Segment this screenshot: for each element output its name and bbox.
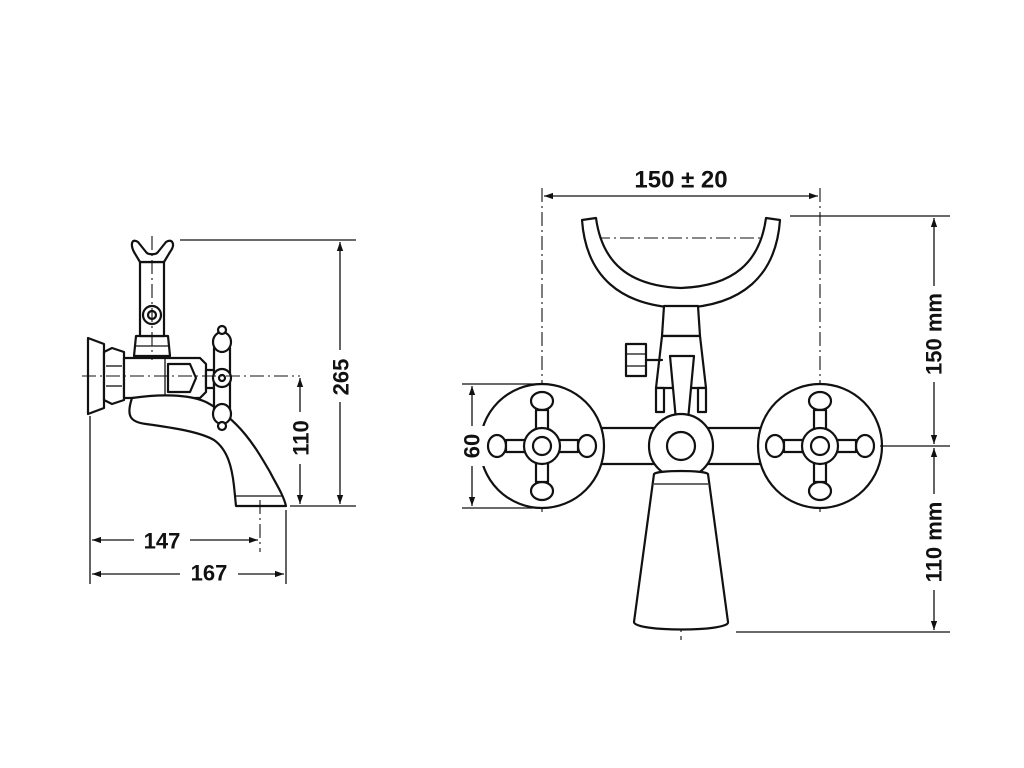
dim-center-distance: 150 ± 20 [634, 167, 727, 194]
shower-stem-front [660, 304, 702, 338]
spout-front [632, 469, 730, 631]
left-valve [478, 382, 606, 510]
spout-side [128, 394, 288, 508]
shower-cradle [580, 216, 782, 310]
side-view: 265 110 147 167 [82, 236, 356, 587]
side-nut [624, 342, 648, 378]
dim-spout-height: 110 mm [922, 502, 947, 583]
right-valve [756, 382, 884, 510]
dim-height-total: 265 [329, 359, 354, 396]
dim-depth-total: 167 [191, 561, 228, 586]
dim-height-outlet: 110 [289, 420, 314, 456]
front-view: 150 ± 20 60 150 mm 110 mm [456, 167, 950, 640]
dim-rosette: 60 [460, 434, 485, 458]
dim-shower-height: 150 mm [922, 293, 947, 375]
diverter-lever [668, 354, 696, 422]
dim-depth-outlet: 147 [144, 529, 181, 554]
shower-holder-fork [130, 239, 175, 264]
